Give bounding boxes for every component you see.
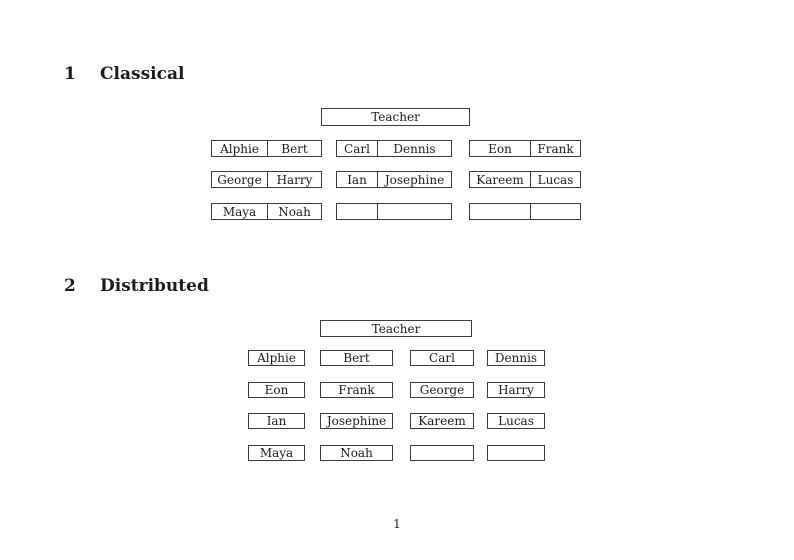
desk: George Harry: [211, 171, 322, 188]
teacher-label: Teacher: [371, 321, 421, 336]
seat-label: Lucas: [537, 172, 574, 187]
student-box: Frank: [320, 382, 393, 398]
seat-label: Carl: [337, 141, 378, 156]
seat-label: Carl: [429, 351, 455, 365]
seat-label: Noah: [340, 446, 373, 460]
desk-empty: [336, 203, 452, 220]
desk: Maya Noah: [211, 203, 322, 220]
seat-label: Bert: [343, 351, 370, 365]
seat-label: Alphie: [212, 141, 268, 156]
seat-label: [378, 204, 451, 219]
student-box-empty: [487, 445, 545, 461]
section-number: 2: [64, 276, 76, 296]
desk: Kareem Lucas: [469, 171, 581, 188]
desk: Carl Dennis: [336, 140, 452, 157]
section-number: 1: [64, 64, 76, 84]
seat-label: Frank: [338, 383, 375, 397]
seat-label: Alphie: [257, 351, 296, 365]
student-box: Josephine: [320, 413, 393, 429]
seat-label: Josephine: [326, 414, 387, 428]
desk: Eon Frank: [469, 140, 581, 157]
seat-label: Bert: [281, 141, 308, 156]
student-box-empty: [410, 445, 474, 461]
seat-label: Lucas: [498, 414, 534, 428]
student-box: Noah: [320, 445, 393, 461]
seat-label: [470, 204, 531, 219]
seat-label: Maya: [212, 204, 268, 219]
section-heading-distributed: 2 Distributed: [64, 276, 209, 296]
seat-label: Eon: [264, 383, 289, 397]
seat-label: [531, 204, 580, 219]
student-box: Maya: [248, 445, 305, 461]
section-title: Classical: [100, 64, 185, 84]
seat-label: Josephine: [384, 172, 445, 187]
teacher-box: Teacher: [321, 108, 470, 126]
seat-label: George: [419, 383, 465, 397]
desk: Alphie Bert: [211, 140, 322, 157]
desk: Ian Josephine: [336, 171, 452, 188]
seat-label: Kareem: [470, 172, 531, 187]
seat-label: Frank: [537, 141, 574, 156]
seat-label: Maya: [259, 446, 294, 460]
seat-label: [337, 204, 378, 219]
student-box: George: [410, 382, 474, 398]
seat-label: Dennis: [494, 351, 538, 365]
seat-label: Dennis: [393, 141, 436, 156]
seat-label: Eon: [470, 141, 531, 156]
seat-label: Ian: [337, 172, 378, 187]
seat-label: Noah: [278, 204, 311, 219]
student-box: Alphie: [248, 350, 305, 366]
student-box: Harry: [487, 382, 545, 398]
student-box: Kareem: [410, 413, 474, 429]
student-box: Bert: [320, 350, 393, 366]
seat-label: Harry: [498, 383, 534, 397]
teacher-box: Teacher: [320, 320, 472, 337]
seat-label: Harry: [276, 172, 313, 187]
section-title: Distributed: [100, 276, 209, 296]
desk-empty: [469, 203, 581, 220]
seat-label: Ian: [266, 414, 287, 428]
seat-label: George: [212, 172, 268, 187]
student-box: Carl: [410, 350, 474, 366]
teacher-label: Teacher: [371, 110, 420, 124]
student-box: Ian: [248, 413, 305, 429]
student-box: Dennis: [487, 350, 545, 366]
student-box: Lucas: [487, 413, 545, 429]
section-heading-classical: 1 Classical: [64, 64, 184, 84]
seat-label: Kareem: [418, 414, 466, 428]
student-box: Eon: [248, 382, 305, 398]
page-number: 1: [393, 517, 401, 531]
